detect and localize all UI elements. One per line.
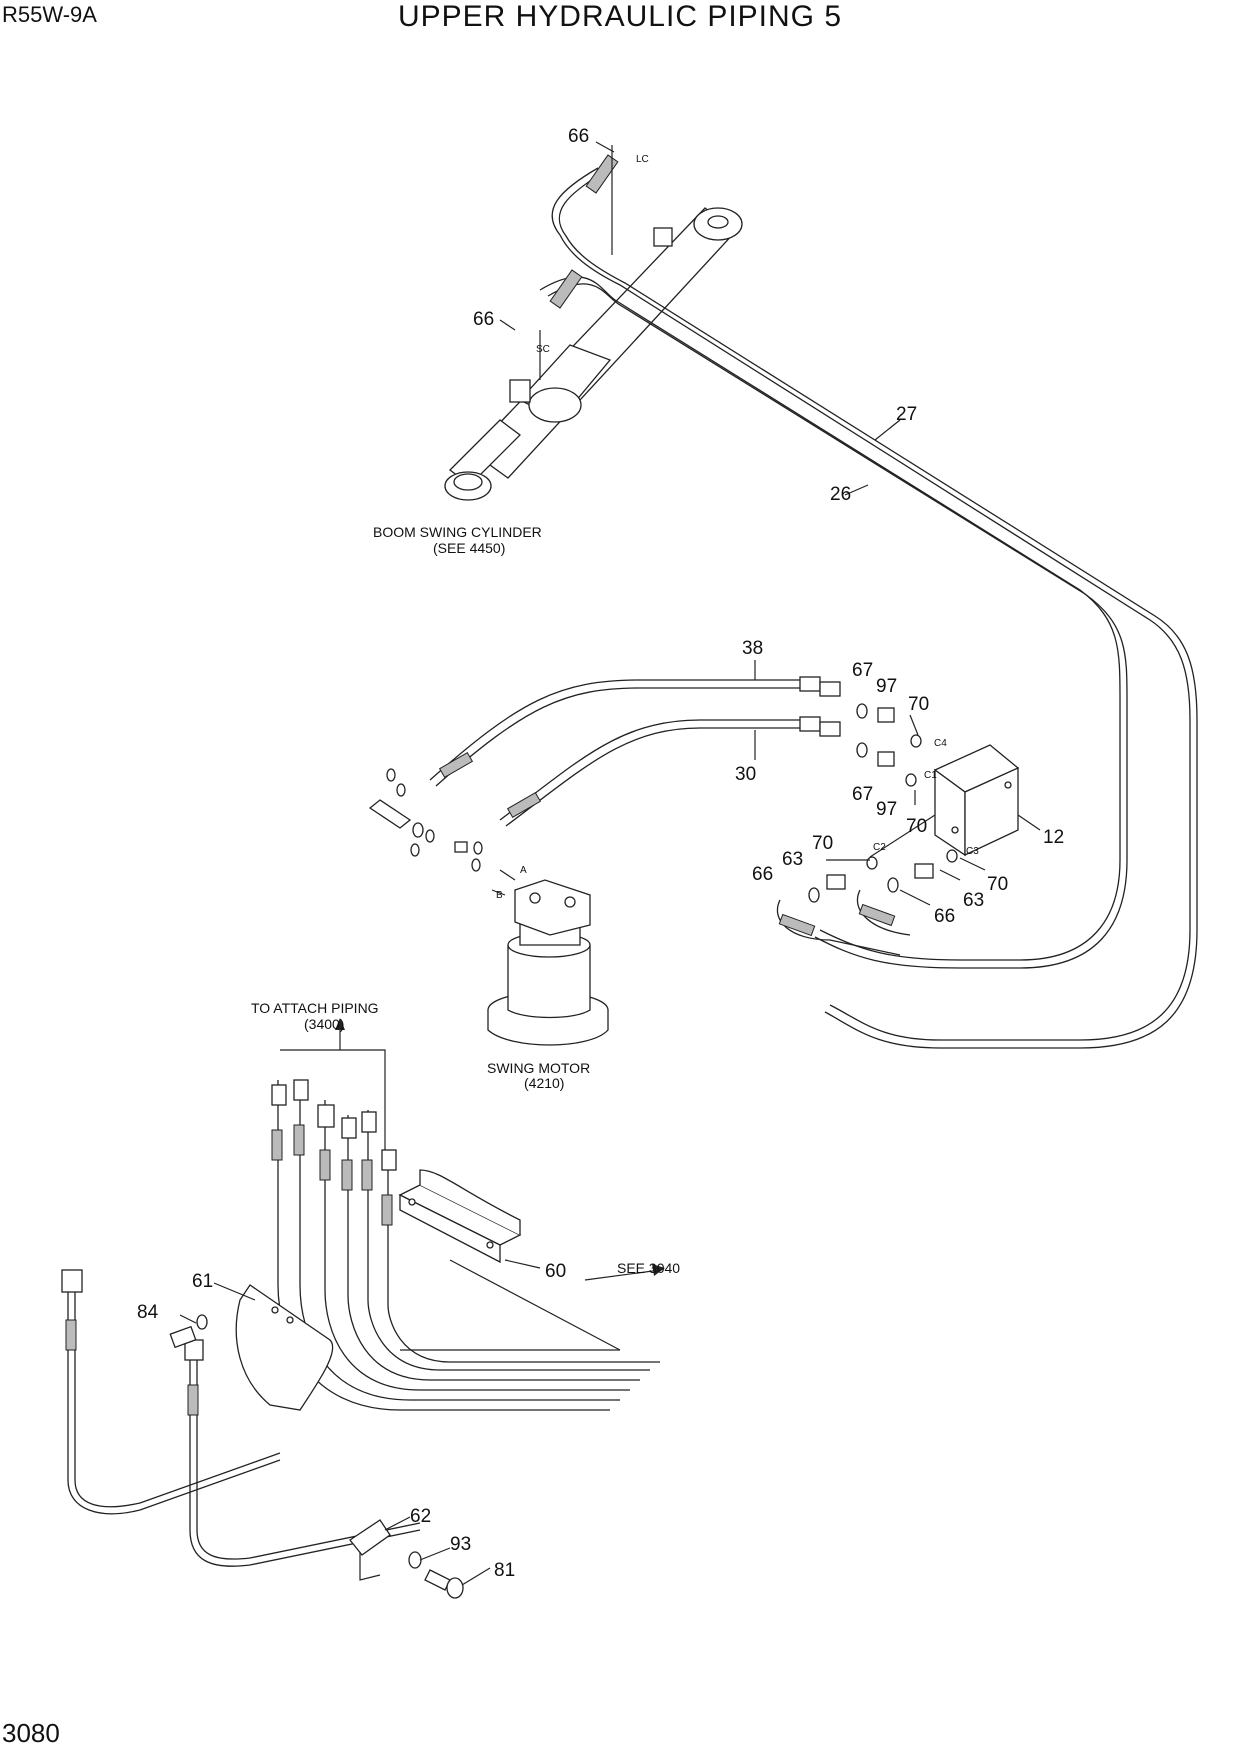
port-sc-label: SC bbox=[536, 344, 550, 355]
callout-60: 60 bbox=[545, 1261, 566, 1282]
callout-67-bot: 67 bbox=[852, 784, 873, 805]
callout-81: 81 bbox=[494, 1560, 515, 1581]
callout-62: 62 bbox=[410, 1506, 431, 1527]
leader-lines bbox=[179, 141, 1041, 1586]
port-c3-label: C3 bbox=[966, 846, 979, 857]
callout-84: 84 bbox=[137, 1302, 159, 1323]
left-hoses bbox=[61, 1269, 421, 1567]
see-3040-caption: SEE 3040 bbox=[617, 1260, 680, 1276]
valve-block-12 bbox=[933, 744, 1020, 857]
page-number: 3080 bbox=[2, 1718, 60, 1748]
hose-30 bbox=[499, 716, 841, 827]
page-title: UPPER HYDRAULIC PIPING 5 bbox=[397, 0, 843, 33]
boom-swing-cylinder bbox=[444, 207, 743, 501]
boom-cylinder-caption: BOOM SWING CYLINDER bbox=[373, 524, 542, 540]
washer-93 bbox=[408, 1551, 422, 1569]
callout-38: 38 bbox=[742, 638, 763, 659]
attach-piping-bundle bbox=[277, 1032, 660, 1411]
motor-fittings bbox=[368, 768, 483, 872]
callout-61: 61 bbox=[192, 1271, 213, 1292]
pin-62 bbox=[349, 1519, 391, 1581]
callout-66-right: 66 bbox=[934, 906, 955, 927]
callout-27: 27 bbox=[896, 404, 917, 425]
hose-26 bbox=[539, 276, 1128, 969]
callout-67-top: 67 bbox=[852, 660, 873, 681]
callout-30: 30 bbox=[735, 764, 756, 785]
callout-26: 26 bbox=[830, 484, 851, 505]
callout-97-top: 97 bbox=[876, 676, 897, 697]
callout-70-top: 70 bbox=[908, 694, 929, 715]
port-lc-label: LC bbox=[636, 154, 649, 165]
port-a-label: A bbox=[520, 865, 527, 876]
boom-cylinder-ref: (SEE 4450) bbox=[433, 540, 505, 556]
fittings-group bbox=[808, 703, 958, 903]
cover-61 bbox=[235, 1284, 334, 1411]
port-c1-label: C1 bbox=[924, 770, 937, 781]
hose-27 bbox=[551, 167, 1198, 1049]
port-b-label: B bbox=[496, 890, 503, 901]
callout-70-right: 70 bbox=[987, 874, 1008, 895]
callout-70-left: 70 bbox=[812, 833, 833, 854]
callout-97-bot: 97 bbox=[876, 799, 897, 820]
callout-66-left: 66 bbox=[752, 864, 773, 885]
attach-piping-ref: (3400) bbox=[304, 1016, 344, 1032]
callout-93: 93 bbox=[450, 1534, 471, 1555]
callout-63-right: 63 bbox=[963, 890, 984, 911]
port-c2-label: C2 bbox=[873, 842, 886, 853]
callout-66-mid: 66 bbox=[473, 309, 494, 330]
swing-motor bbox=[487, 869, 609, 1046]
callout-70-mid: 70 bbox=[906, 816, 927, 837]
callout-12: 12 bbox=[1043, 827, 1064, 848]
bolt-81 bbox=[424, 1569, 464, 1599]
attach-piping-caption: TO ATTACH PIPING bbox=[251, 1000, 379, 1016]
attach-fittings bbox=[271, 1079, 397, 1226]
model-number: R55W-9A bbox=[2, 2, 97, 27]
callout-63-left: 63 bbox=[782, 849, 803, 870]
hose-38 bbox=[429, 676, 841, 787]
swing-motor-caption: SWING MOTOR bbox=[487, 1060, 590, 1076]
port-c4-label: C4 bbox=[934, 738, 947, 749]
swing-motor-ref: (4210) bbox=[524, 1075, 564, 1091]
clamp-60 bbox=[398, 1169, 522, 1264]
callout-66-top: 66 bbox=[568, 126, 589, 147]
bolt-84 bbox=[169, 1314, 208, 1349]
